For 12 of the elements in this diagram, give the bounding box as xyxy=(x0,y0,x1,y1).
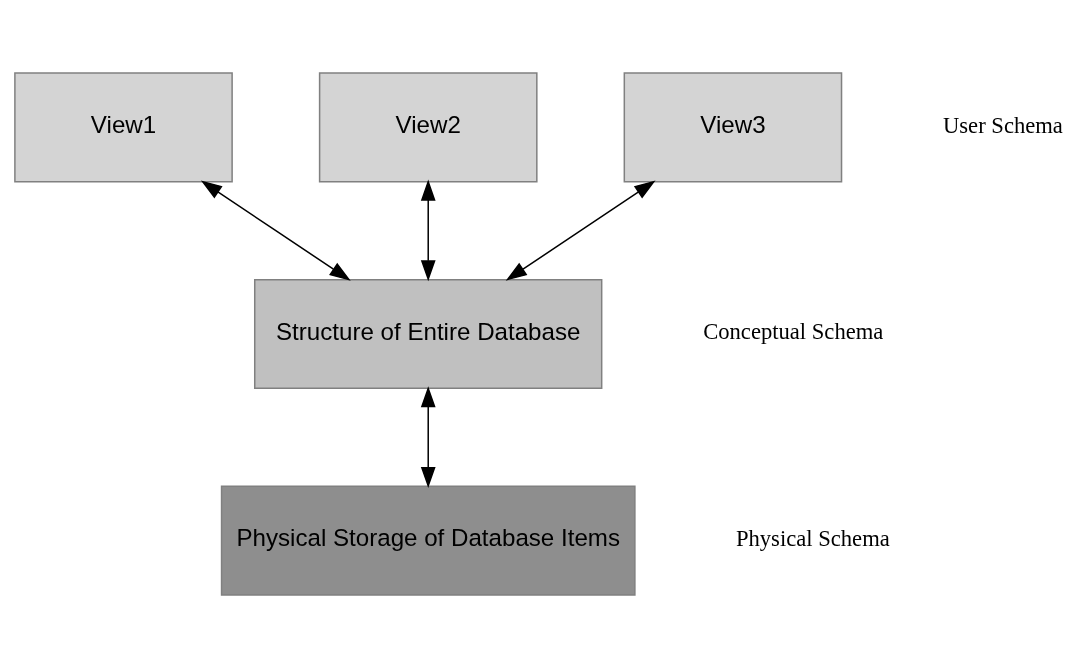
node-box: Physical Storage of Database Items xyxy=(220,485,636,596)
node-box: View1 xyxy=(14,72,233,183)
arrow xyxy=(505,180,656,281)
node-box: View3 xyxy=(623,72,843,183)
arrow xyxy=(420,386,436,489)
label: User Schema xyxy=(942,112,1063,138)
arrow xyxy=(200,180,351,281)
node-box: Structure of Entire Database xyxy=(254,278,603,390)
arrow xyxy=(420,179,436,282)
label: Conceptual Schema xyxy=(703,319,884,345)
label: Physical Schema xyxy=(735,525,890,551)
node-box: View2 xyxy=(318,72,538,183)
